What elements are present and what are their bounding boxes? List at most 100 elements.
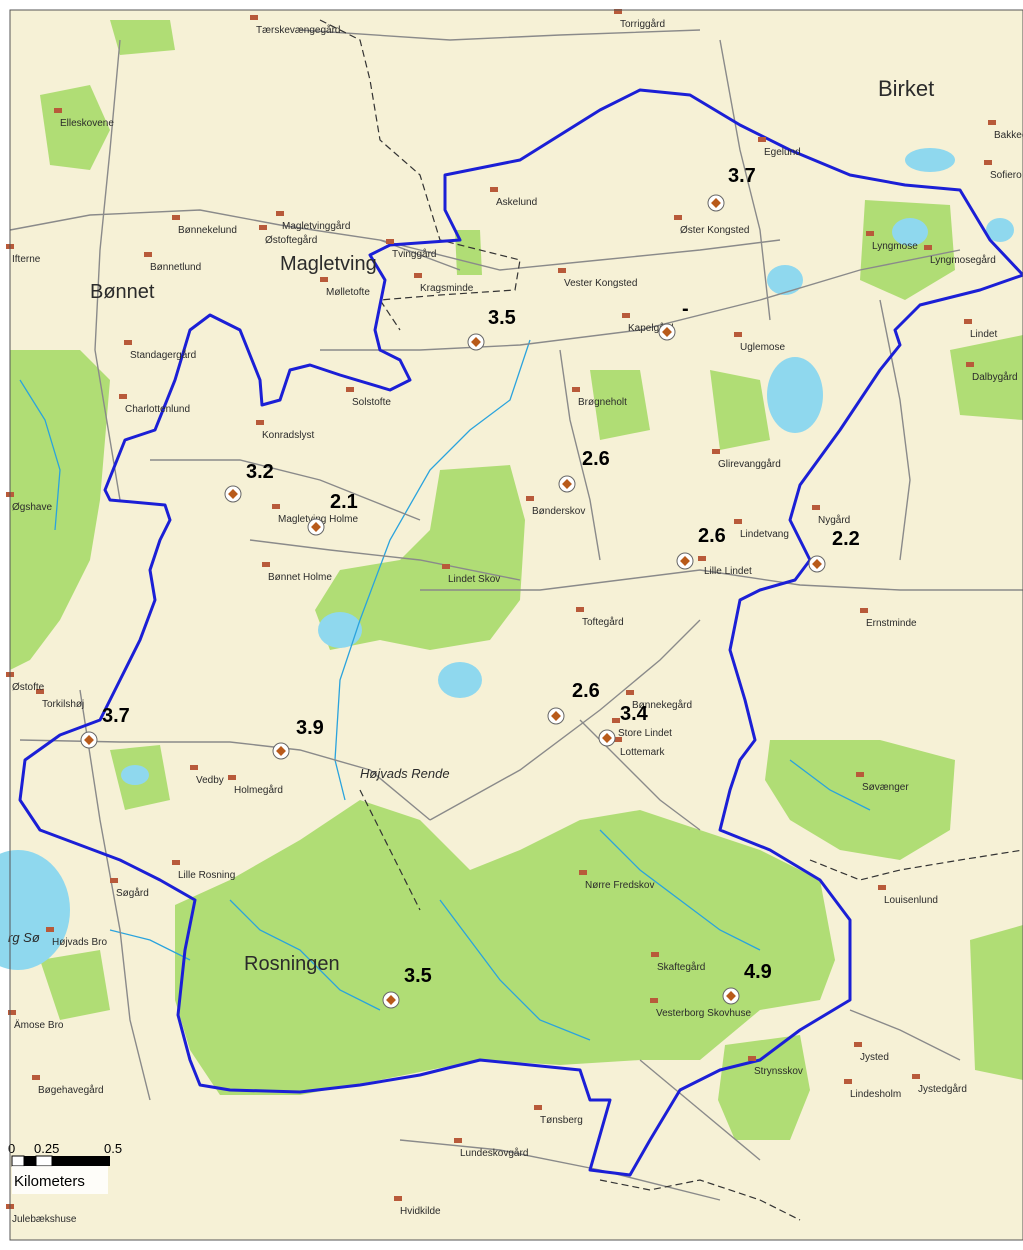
site-vesterborg[interactable]: 4.9 xyxy=(722,961,772,1005)
road-15 xyxy=(849,1009,961,1061)
study-area-boundary xyxy=(18,88,1023,1177)
water-layer xyxy=(0,148,1014,970)
place-label-store-lindet: Store Lindet xyxy=(618,728,672,739)
site-marker-diamond xyxy=(726,991,736,1001)
building-bakkegard xyxy=(988,120,996,125)
forest-sovaenger xyxy=(765,740,955,860)
site-store-lindet-e[interactable]: 3.4 xyxy=(598,703,649,747)
building-n-rre-fredskov xyxy=(579,870,587,875)
site-lille-lindet[interactable]: 2.6 xyxy=(676,525,726,570)
scale-bar: 0 0.25 0.5 Kilometers xyxy=(8,1141,122,1194)
site-marker-diamond xyxy=(602,733,612,743)
road-13 xyxy=(639,1059,761,1161)
site-value-label: 2.6 xyxy=(572,680,600,702)
scale-bar-segment-white-2 xyxy=(35,1155,53,1167)
stream-hojvads-rende xyxy=(334,339,531,801)
site-value-label: 2.1 xyxy=(330,491,358,513)
site-marker-diamond xyxy=(662,327,672,337)
forest-west xyxy=(10,350,110,670)
lake-label: rg Sø xyxy=(8,930,40,945)
site-oster-kongsted[interactable]: 3.7 xyxy=(707,165,756,212)
site-value-label: 3.5 xyxy=(488,307,516,329)
forest-elleskovene xyxy=(40,85,110,170)
place-label-b-nnekegard: Bønnekegård xyxy=(632,699,692,711)
forest-north-1 xyxy=(110,20,175,55)
place-label-lundeskovgard: Lundeskovgård xyxy=(460,1147,528,1159)
building-lottemark xyxy=(614,737,622,742)
stream-forest-1 xyxy=(229,899,381,1011)
building-kragsminde xyxy=(414,273,422,278)
site-vedby[interactable]: 3.9 xyxy=(272,717,324,760)
building-b-nnetlund xyxy=(144,252,152,257)
place-label-glirevanggard: Glirevanggård xyxy=(718,458,781,470)
place-label-charlottenlund: Charlottenlund xyxy=(125,404,190,415)
place-label-stoftegard: Østoftegård xyxy=(265,234,317,246)
place-label-torkilsh-j: Torkilshøj xyxy=(42,699,84,710)
site-kragsminde[interactable]: 3.5 xyxy=(467,307,516,351)
place-label-ifterne: Ifterne xyxy=(12,254,41,265)
building-louisenlund xyxy=(878,885,886,890)
site-nygard[interactable]: 2.2 xyxy=(808,528,860,573)
site-value-label: 3.9 xyxy=(296,717,324,739)
building-strynsskov xyxy=(748,1056,756,1061)
site-value-label: 2.2 xyxy=(832,528,860,550)
building-tvinggard xyxy=(386,239,394,244)
building-charlottenlund xyxy=(119,394,127,399)
site-value-label: 4.9 xyxy=(744,961,772,983)
stream-south xyxy=(109,929,191,961)
scale-bar-segment-black-1 xyxy=(24,1156,36,1166)
building-s-v-nger xyxy=(856,772,864,777)
building-magletvinggard xyxy=(276,211,284,216)
building-jysted xyxy=(854,1042,862,1047)
site-store-lindet-w[interactable]: 2.6 xyxy=(547,680,600,725)
site-marker-diamond xyxy=(311,522,321,532)
road-2 xyxy=(379,239,781,271)
place-label-strynsskov: Strynsskov xyxy=(754,1066,803,1077)
stream-forest-3 xyxy=(599,829,761,951)
site-kapelgard[interactable]: - xyxy=(658,298,689,341)
place-label-lindet-skov: Lindet Skov xyxy=(448,574,500,585)
place-label-lindesholm: Lindesholm xyxy=(850,1089,901,1100)
site-rosningen[interactable]: 3.5 xyxy=(382,965,432,1009)
building-b-gehavegard xyxy=(32,1075,40,1080)
place-label-uglemose: Uglemose xyxy=(740,342,785,353)
building-askelund xyxy=(490,187,498,192)
site-value-label: 3.7 xyxy=(728,165,756,187)
place-label-bakkegard: Bakkegård xyxy=(994,129,1023,141)
lake-lyngmose xyxy=(892,218,928,246)
site-magletving-holme[interactable]: 2.1 xyxy=(307,491,358,536)
scale-bar-segment-black-2 xyxy=(52,1156,110,1166)
place-label-dalbygard: Dalbygård xyxy=(972,371,1018,383)
place-label-b-gehavegard: Bøgehavegård xyxy=(38,1084,104,1096)
road-10 xyxy=(559,349,601,561)
building-egelund xyxy=(758,137,766,142)
lake-vedby xyxy=(121,765,149,785)
building-glirevanggard xyxy=(712,449,720,454)
road-5 xyxy=(249,539,521,581)
place-label-lille-rosning: Lille Rosning xyxy=(178,870,235,881)
place-label-lottemark: Lottemark xyxy=(620,747,665,758)
place-label-ster-kongsted: Øster Kongsted xyxy=(680,225,749,236)
forest-lyngmose xyxy=(860,200,955,300)
stream-sovaenger xyxy=(789,759,871,811)
site-marker-diamond xyxy=(471,337,481,347)
building-standagergard xyxy=(124,340,132,345)
site-konradslyst[interactable]: 3.2 xyxy=(224,461,274,503)
place-label-birket: Birket xyxy=(878,76,934,101)
place-label-holmegard: Holmegård xyxy=(234,784,283,796)
lake-uglemose xyxy=(767,357,823,433)
place-label-jystedgard: Jystedgård xyxy=(918,1083,967,1095)
place-label-t-rskev-ngegard: Tærskevængegård xyxy=(256,24,340,36)
building-lindesholm xyxy=(844,1079,852,1084)
site-torkilshoj[interactable]: 3.7 xyxy=(80,705,130,749)
place-label-konradslyst: Konradslyst xyxy=(262,430,314,441)
site-brogneholt[interactable]: 2.6 xyxy=(558,448,610,493)
road-17 xyxy=(299,29,701,41)
building-lyngmose xyxy=(866,231,874,236)
stream-label-hojvads-rende: Højvads Rende xyxy=(360,766,450,781)
place-label-lille-lindet: Lille Lindet xyxy=(704,566,752,577)
place-label-s-gard: Søgård xyxy=(116,887,149,899)
road-layer xyxy=(9,29,1023,1201)
